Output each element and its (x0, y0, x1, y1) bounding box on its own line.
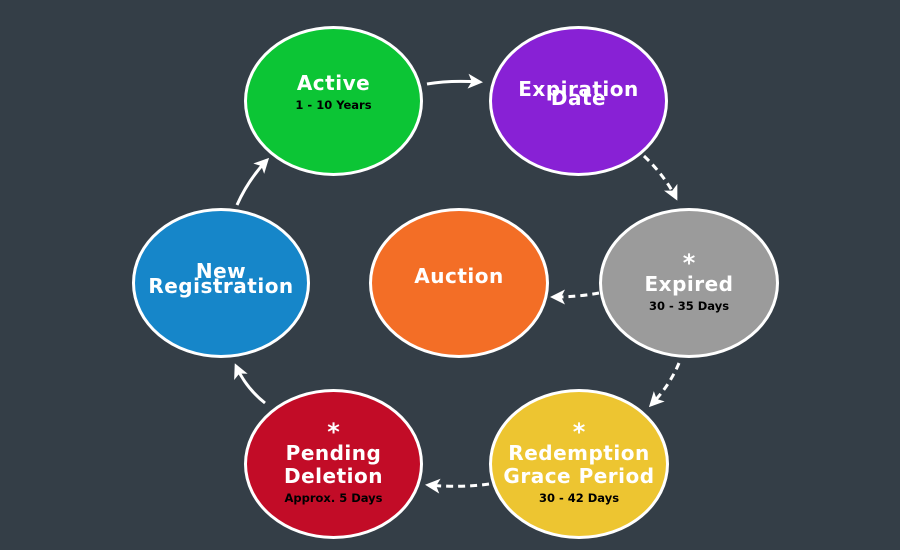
arrow-expired-to-redemption (648, 362, 681, 408)
node-pending-deletion: * Pending Deletion Approx. 5 Days (244, 389, 423, 539)
node-pending-deletion-title-1: Pending (285, 441, 382, 465)
node-expiration-date-title-2: Date (550, 86, 607, 110)
arrow-expiration-to-expired (642, 154, 678, 201)
node-active-title: Active (296, 70, 371, 95)
node-new-registration: New Registration (132, 208, 310, 358)
node-expiration-date: Expiration Date (489, 26, 668, 176)
node-expired: * Expired 30 - 35 Days (599, 208, 779, 358)
node-auction-title: Auction (414, 263, 504, 288)
node-active: Active 1 - 10 Years (244, 26, 423, 176)
node-expiration-date-title-1: Expiration (518, 77, 639, 101)
node-expired-marker: * (682, 248, 696, 277)
arrow-active-to-expiration (426, 73, 483, 89)
arrow-redemption-to-pending (425, 478, 490, 494)
node-new-registration-title-2: Registration (148, 274, 294, 298)
arrow-newreg-to-active (235, 157, 270, 206)
node-auction: Auction (369, 208, 549, 358)
node-new-registration-title-1: New (195, 259, 247, 283)
arrow-expired-to-auction (550, 289, 600, 305)
node-pending-deletion-marker: * (327, 418, 340, 446)
node-redemption-marker: * (572, 418, 586, 446)
node-pending-deletion-title-2: Deletion (284, 464, 383, 488)
arrow-pending-to-newreg (234, 363, 266, 405)
node-pending-deletion-sub: Approx. 5 Days (284, 491, 383, 505)
node-expired-title: Expired (644, 271, 734, 296)
node-redemption-title-2: Grace Period (503, 464, 655, 488)
node-expired-sub: 30 - 35 Days (648, 298, 730, 313)
node-active-sub: 1 - 10 Years (295, 97, 372, 112)
node-redemption-sub: 30 - 42 Days (538, 491, 620, 505)
node-redemption-title-1: Redemption (508, 441, 650, 465)
node-redemption: * Redemption Grace Period 30 - 42 Days (489, 389, 669, 539)
